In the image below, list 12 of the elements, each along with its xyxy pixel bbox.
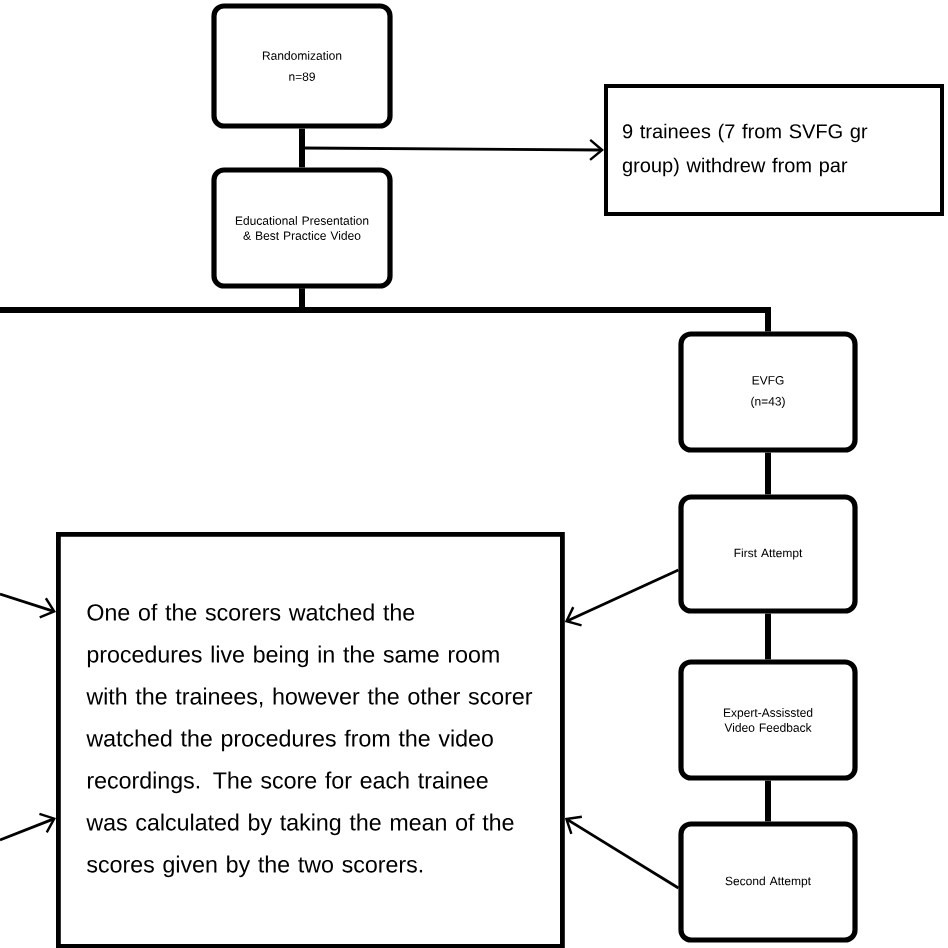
note-box: 9 trainees (7 from SVFG gr group) withdrew from par — [604, 84, 944, 216]
connector-line — [765, 452, 771, 495]
note-box: One of the scorers watched the procedures live being in the same room with the trainees, however the other scorer watched the procedures from the video recordings. The score for each trainee was calculated by taking the mean of the scores given by the two scorers. — [56, 532, 565, 948]
connector-line — [299, 128, 305, 168]
connector-line — [765, 613, 771, 660]
arrow — [564, 568, 679, 627]
arrow — [0, 812, 56, 842]
connector-line — [765, 780, 771, 822]
arrow — [0, 592, 56, 619]
arrow — [302, 139, 604, 161]
arrow — [564, 815, 680, 890]
connector-line — [299, 288, 771, 332]
